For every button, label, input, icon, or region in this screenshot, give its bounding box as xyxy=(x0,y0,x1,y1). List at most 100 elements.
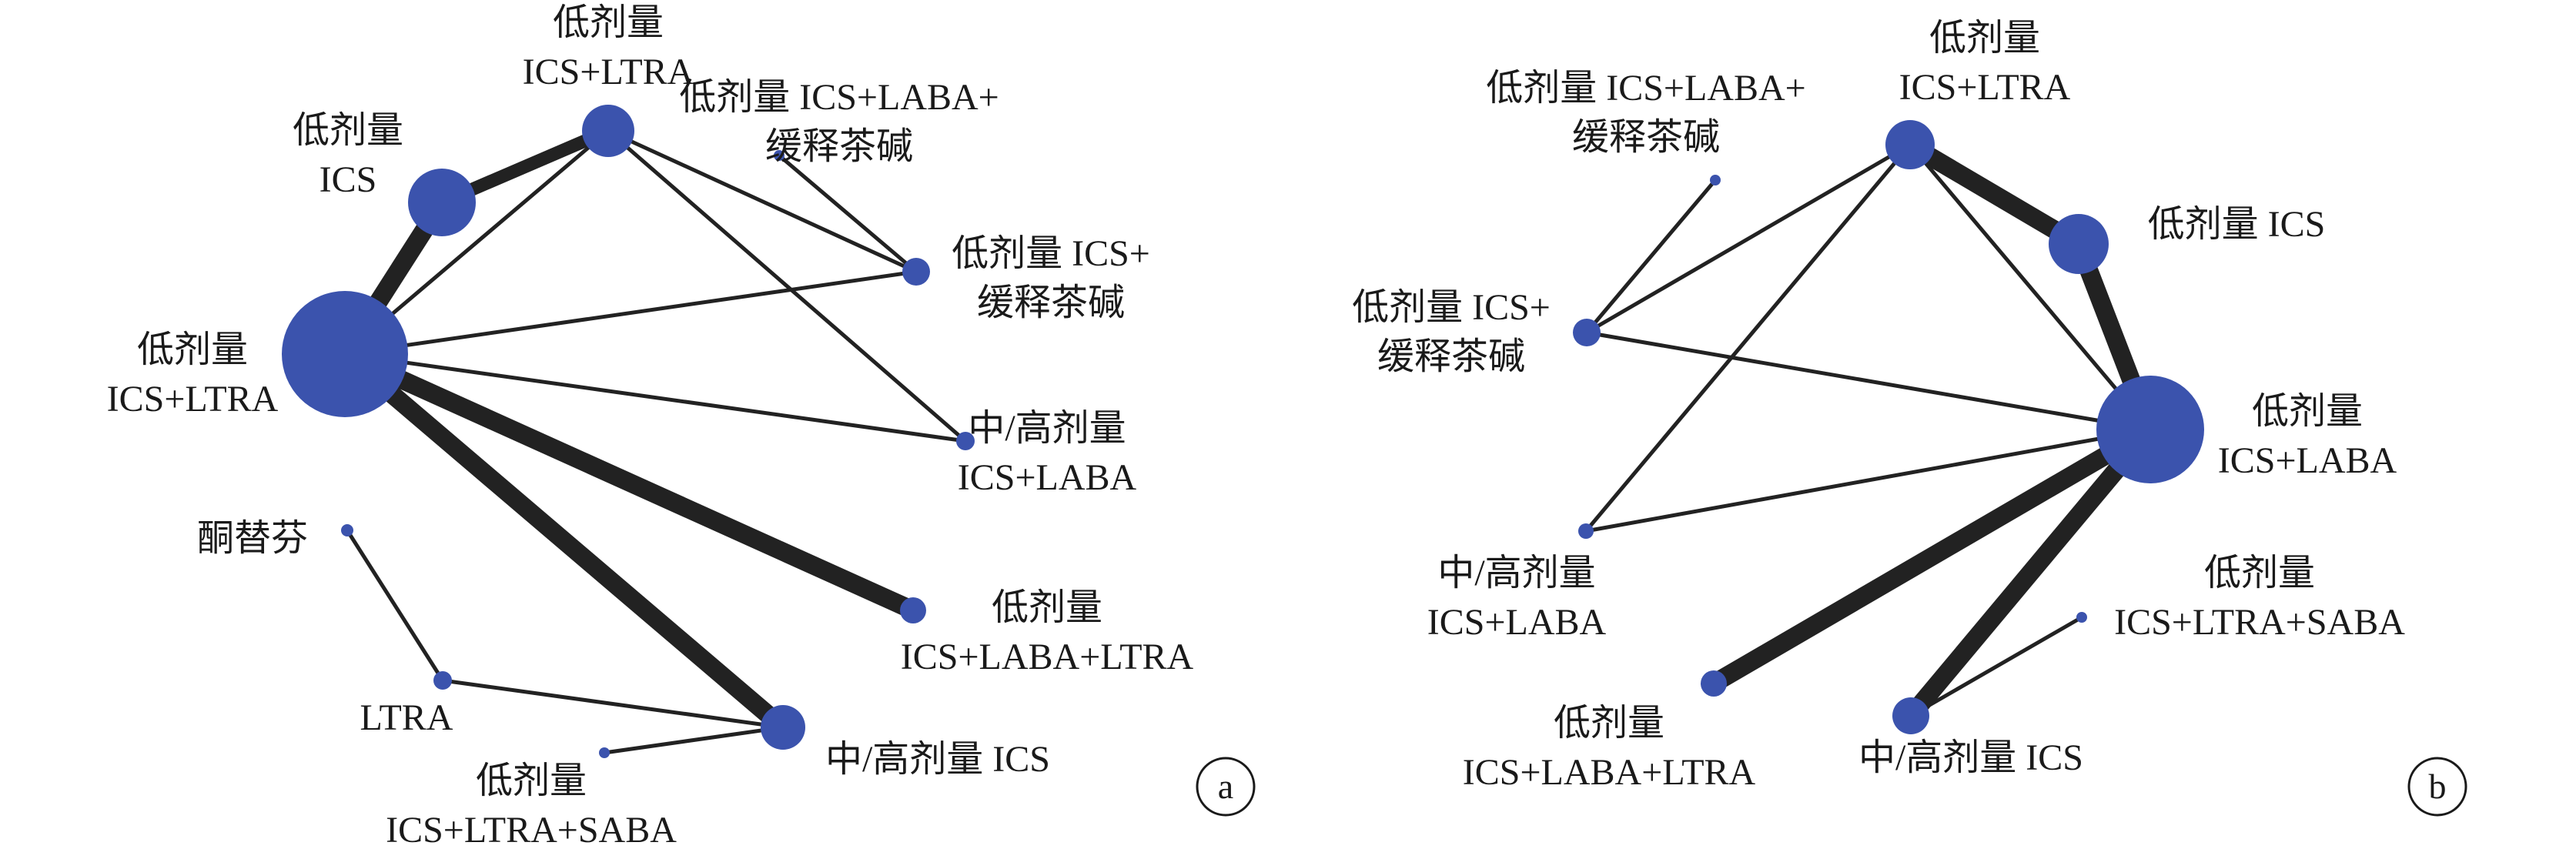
edges-layer xyxy=(336,125,2159,755)
node-a-ltra xyxy=(433,671,452,690)
nodes-layer xyxy=(282,105,2204,758)
node-label-b-hub-ics-laba: 低剂量 ICS+LABA xyxy=(2218,391,2397,481)
node-label-line: 低剂量 xyxy=(553,2,664,43)
edge-b-ics-ltra-to-b-ics xyxy=(1905,136,2084,252)
node-label-line: 低剂量 xyxy=(1929,18,2040,58)
node-label-line: ICS+LABA+LTRA xyxy=(901,637,1194,677)
edge-b-ics-ltra-to-b-mh-ics-laba xyxy=(1584,143,1912,533)
node-label-b-ics-laba-theo: 低剂量 ICS+LABA+ 缓释茶碱 xyxy=(1486,68,1806,158)
node-label-line: ICS+LABA xyxy=(2218,440,2397,481)
edge-a-hub-ics-ltra-to-a-mh-ics xyxy=(339,346,789,735)
node-label-line: ICS+LABA+LTRA xyxy=(1463,752,1756,793)
node-label-a-hub-ics-ltra: 低剂量 ICS+LTRA xyxy=(107,329,279,419)
panel-label-b: b xyxy=(2429,767,2447,806)
node-label-a-ics: 低剂量 ICS xyxy=(293,110,403,200)
node-label-line: ICS+LABA xyxy=(1427,602,1607,643)
edge-b-ics-ltra-to-b-ics-theo xyxy=(1585,142,1912,335)
node-label-line: 低剂量 xyxy=(1554,703,1664,744)
node-label-line: LTRA xyxy=(360,697,453,738)
panel-label-circle-b xyxy=(2407,757,2467,817)
edge-b-mh-ics-laba-to-b-hub-ics-laba xyxy=(1585,427,2151,533)
node-label-a-ics-laba-theo: 低剂量 ICS+LABA+ 缓释茶碱 xyxy=(679,77,999,167)
node-label-line: 缓释茶碱 xyxy=(1572,117,1720,158)
node-label-line: 低剂量 ICS+LABA+ xyxy=(1486,68,1806,109)
node-label-line: 中/高剂量 xyxy=(1437,553,1595,593)
node-b-ics xyxy=(2049,214,2109,274)
node-label-a-ketotifen: 酮替芬 xyxy=(197,518,308,559)
panel-label-circle-a xyxy=(1196,757,1256,817)
edge-b-hub-ics-laba-to-b-mh-ics xyxy=(1903,423,2158,722)
edge-a-hub-ics-ltra-to-a-ics-theo xyxy=(344,269,917,356)
node-label-a-ics-theo: 低剂量 ICS+ 缓释茶碱 xyxy=(952,233,1150,323)
node-label-line: 低剂量 xyxy=(137,329,248,370)
node-label-line: 中/高剂量 ICS xyxy=(825,739,1050,780)
node-label-b-mh-ics-laba: 中/高剂量 ICS+LABA xyxy=(1427,553,1607,643)
node-label-line: 低剂量 xyxy=(2204,553,2315,593)
node-label-line: 缓释茶碱 xyxy=(977,282,1125,323)
node-label-b-ics-theo: 低剂量 ICS+缓释茶碱 xyxy=(1352,287,1551,377)
node-label-line: ICS+LABA xyxy=(958,457,1137,498)
node-label-a-ics-laba-ltra: 低剂量 ICS+LABA+LTRA xyxy=(901,587,1194,677)
node-label-line: 酮替芬 xyxy=(197,518,308,559)
edge-a-ics-ltra-to-a-mh-ics-laba xyxy=(607,129,967,443)
edge-a-ics-ltra-to-a-ics-theo xyxy=(607,129,918,274)
node-label-line: ICS+LTRA+SABA xyxy=(2114,602,2405,643)
node-a-hub-ics-ltra xyxy=(282,291,408,417)
edge-a-hub-ics-ltra-to-a-ics-laba-ltra xyxy=(341,346,917,619)
node-label-line: 低剂量 ICS+ xyxy=(952,233,1150,274)
node-label-line: 低剂量 ICS xyxy=(2148,204,2326,245)
edge-a-hub-ics-ltra-to-a-mh-ics-laba xyxy=(344,352,966,443)
edge-a-ketotifen-to-a-ltra xyxy=(345,529,445,682)
node-label-line: 中/高剂量 ICS xyxy=(1858,737,2083,778)
edge-b-ics-laba-theo-to-b-ics-theo xyxy=(1585,179,1717,334)
node-label-line: ICS+LTRA xyxy=(523,52,694,92)
node-label-b-ics-ltra-saba: 低剂量 ICS+LTRA+SABA xyxy=(2114,553,2405,643)
node-b-mh-ics xyxy=(1892,697,1929,734)
node-a-ketotifen xyxy=(341,524,353,536)
node-a-mh-ics-laba xyxy=(956,432,975,450)
node-label-b-ics-laba-ltra: 低剂量 ICS+LABA+LTRA xyxy=(1463,703,1756,793)
node-label-line: 低剂量 ICS+LABA+ xyxy=(679,77,999,118)
node-label-b-ics: 低剂量 ICS xyxy=(2148,204,2326,245)
node-label-b-ics-ltra: 低剂量 ICS+LTRA xyxy=(1899,18,2071,108)
node-label-line: ICS+LTRA xyxy=(107,379,279,419)
node-a-ics-ltra-saba xyxy=(599,747,610,758)
node-label-line: 低剂量 xyxy=(992,587,1102,628)
node-label-line: 低剂量 ICS+ xyxy=(1352,287,1551,328)
node-label-line: 低剂量 xyxy=(2252,391,2363,432)
node-a-ics-theo xyxy=(902,258,930,286)
node-b-ics-ltra xyxy=(1885,120,1935,169)
node-label-a-ics-ltra-saba: 低剂量 ICS+LTRA+SABA xyxy=(386,760,677,851)
edge-b-hub-ics-laba-to-b-ics-laba-ltra xyxy=(1708,421,2156,692)
edge-b-ics-ltra-saba-to-b-mh-ics xyxy=(1909,615,2083,718)
node-label-a-ltra: LTRA xyxy=(360,697,453,738)
node-label-line: ICS+LTRA+SABA xyxy=(386,810,677,851)
node-b-ics-theo xyxy=(1573,319,1601,346)
edge-a-ics-ltra-saba-to-a-mh-ics xyxy=(604,725,784,755)
node-label-line: 中/高剂量 xyxy=(968,408,1126,449)
node-a-ics-laba-ltra xyxy=(900,597,926,623)
node-label-line: 缓释茶碱 xyxy=(765,126,913,167)
node-a-ics-ltra xyxy=(582,105,634,157)
edge-a-ics-laba-theo-to-a-ics-theo xyxy=(778,154,918,273)
node-a-ics-laba-theo xyxy=(774,150,785,161)
node-b-hub-ics-laba xyxy=(2096,376,2204,483)
node-a-ics xyxy=(408,169,476,236)
node-label-line: ICS xyxy=(319,159,377,200)
node-b-ics-laba-ltra xyxy=(1701,670,1727,697)
edge-b-ics-ltra-to-b-hub-ics-laba xyxy=(1909,143,2152,431)
node-b-mh-ics-laba xyxy=(1578,523,1594,539)
node-a-mh-ics xyxy=(761,705,805,750)
edge-a-ltra-to-a-mh-ics xyxy=(442,678,784,730)
node-label-line: 低剂量 xyxy=(293,110,403,151)
node-label-a-mh-ics-laba: 中/高剂量 ICS+LABA xyxy=(958,408,1137,498)
node-label-line: 低剂量 xyxy=(476,760,587,801)
node-label-line: ICS+LTRA xyxy=(1899,67,2071,108)
node-label-b-mh-ics: 中/高剂量 ICS xyxy=(1858,737,2083,778)
node-b-ics-laba-theo xyxy=(1710,175,1721,186)
panel-label-a: a xyxy=(1218,767,1233,806)
node-label-a-mh-ics: 中/高剂量 ICS xyxy=(825,739,1050,780)
